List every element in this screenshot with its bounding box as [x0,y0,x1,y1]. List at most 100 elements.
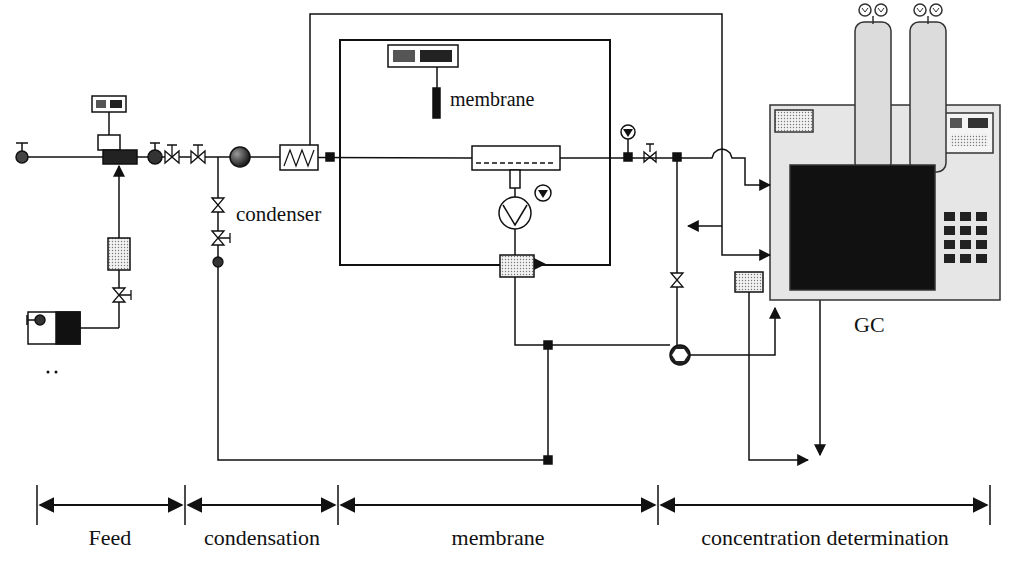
valve [212,198,224,212]
membrane-unit [535,185,551,201]
valve [119,290,131,300]
pipe [676,157,678,345]
gas-chromatograph [944,254,955,263]
gas-chromatograph [950,134,988,146]
gas-chromatograph [910,22,946,172]
membrane-unit [534,258,546,270]
membrane-unit [340,40,610,464]
gas-chromatograph [944,212,955,221]
gas-chromatograph [960,254,971,263]
membrane-unit [500,255,534,277]
gas-chromatograph [944,212,987,263]
gas-chromatograph [944,226,955,235]
valve [644,152,656,162]
gas-chromatograph [976,240,987,249]
condenser-unit: condenser [280,145,318,170]
section-bracket [40,504,182,506]
section-bracket [341,504,655,506]
gas-chromatograph [950,118,962,128]
feed-unit [55,371,58,374]
analysis-unit [621,125,635,139]
gas-chromatograph [873,16,928,24]
valve [193,145,203,157]
membrane-unit [420,50,452,62]
feed-unit [47,371,50,374]
pipe [749,292,808,460]
pipe [80,327,119,329]
gas-chromatograph [930,4,942,16]
feed-unit [150,143,160,150]
condensation-unit [284,150,314,166]
valve [218,233,230,243]
feed-unit [96,100,106,108]
pipe [819,300,821,455]
membrane-module: membrane [472,146,560,170]
membrane-unit [544,341,552,349]
section-label: membrane [452,526,545,550]
gas-chromatograph [976,212,987,221]
valve [646,144,654,152]
section-label: condensation [204,526,320,550]
gas-chromatograph [960,226,971,235]
gas-chromatograph [944,240,955,249]
feed-unit [108,238,130,270]
membrane-unit [472,146,560,170]
feed-unit [103,150,137,164]
gas-chromatograph [855,22,891,172]
analysis-unit [672,349,688,361]
node-label: membrane [450,88,534,110]
pipe [690,308,775,355]
analysis-unit [624,153,632,161]
pipe [688,225,722,227]
pipe [436,67,438,88]
gas-chromatograph [945,113,993,153]
analysis-unit [621,125,763,365]
feed-unit [110,100,122,108]
section-label: Feed [89,526,132,550]
membrane-unit [388,45,458,67]
pipe [108,112,110,135]
pipe [218,157,548,460]
analysis-unit [735,272,763,292]
feed-unit [27,315,35,325]
gas-chromatograph [968,118,988,128]
gas-chromatograph [875,4,887,16]
pipe [548,344,670,346]
gas-chromatograph [914,4,926,16]
gas-chromatograph [770,4,1000,300]
gas-chromatograph: GC [770,105,1000,300]
feed-unit [98,135,120,150]
analysis-unit [673,153,681,161]
gas-chromatograph [859,4,871,16]
gas-chromatograph [976,226,987,235]
membrane-unit [544,456,552,464]
valve [213,257,223,267]
analysis-unit [670,345,690,365]
feed-unit [16,96,162,374]
analysis-unit [627,139,629,153]
membrane-unit [340,40,610,265]
gas-chromatograph [790,165,935,290]
condensation-unit [230,147,250,167]
section-bracket [37,485,990,525]
gas-chromatograph [960,240,971,249]
gas-chromatograph [775,110,813,132]
valve [671,273,683,287]
node-label: GC [854,313,885,337]
gas-chromatograph [976,254,987,263]
condensation-unit [280,145,318,170]
pipe-connector [310,14,770,255]
pipe-connector [318,157,472,159]
gas-chromatograph [862,8,939,12]
analysis-unit [623,129,633,137]
feed-unit [16,143,28,151]
membrane-unit [476,162,556,164]
feed-unit [35,315,45,325]
valve [113,144,683,302]
membrane-unit [433,88,440,118]
section-bracket [37,485,990,525]
